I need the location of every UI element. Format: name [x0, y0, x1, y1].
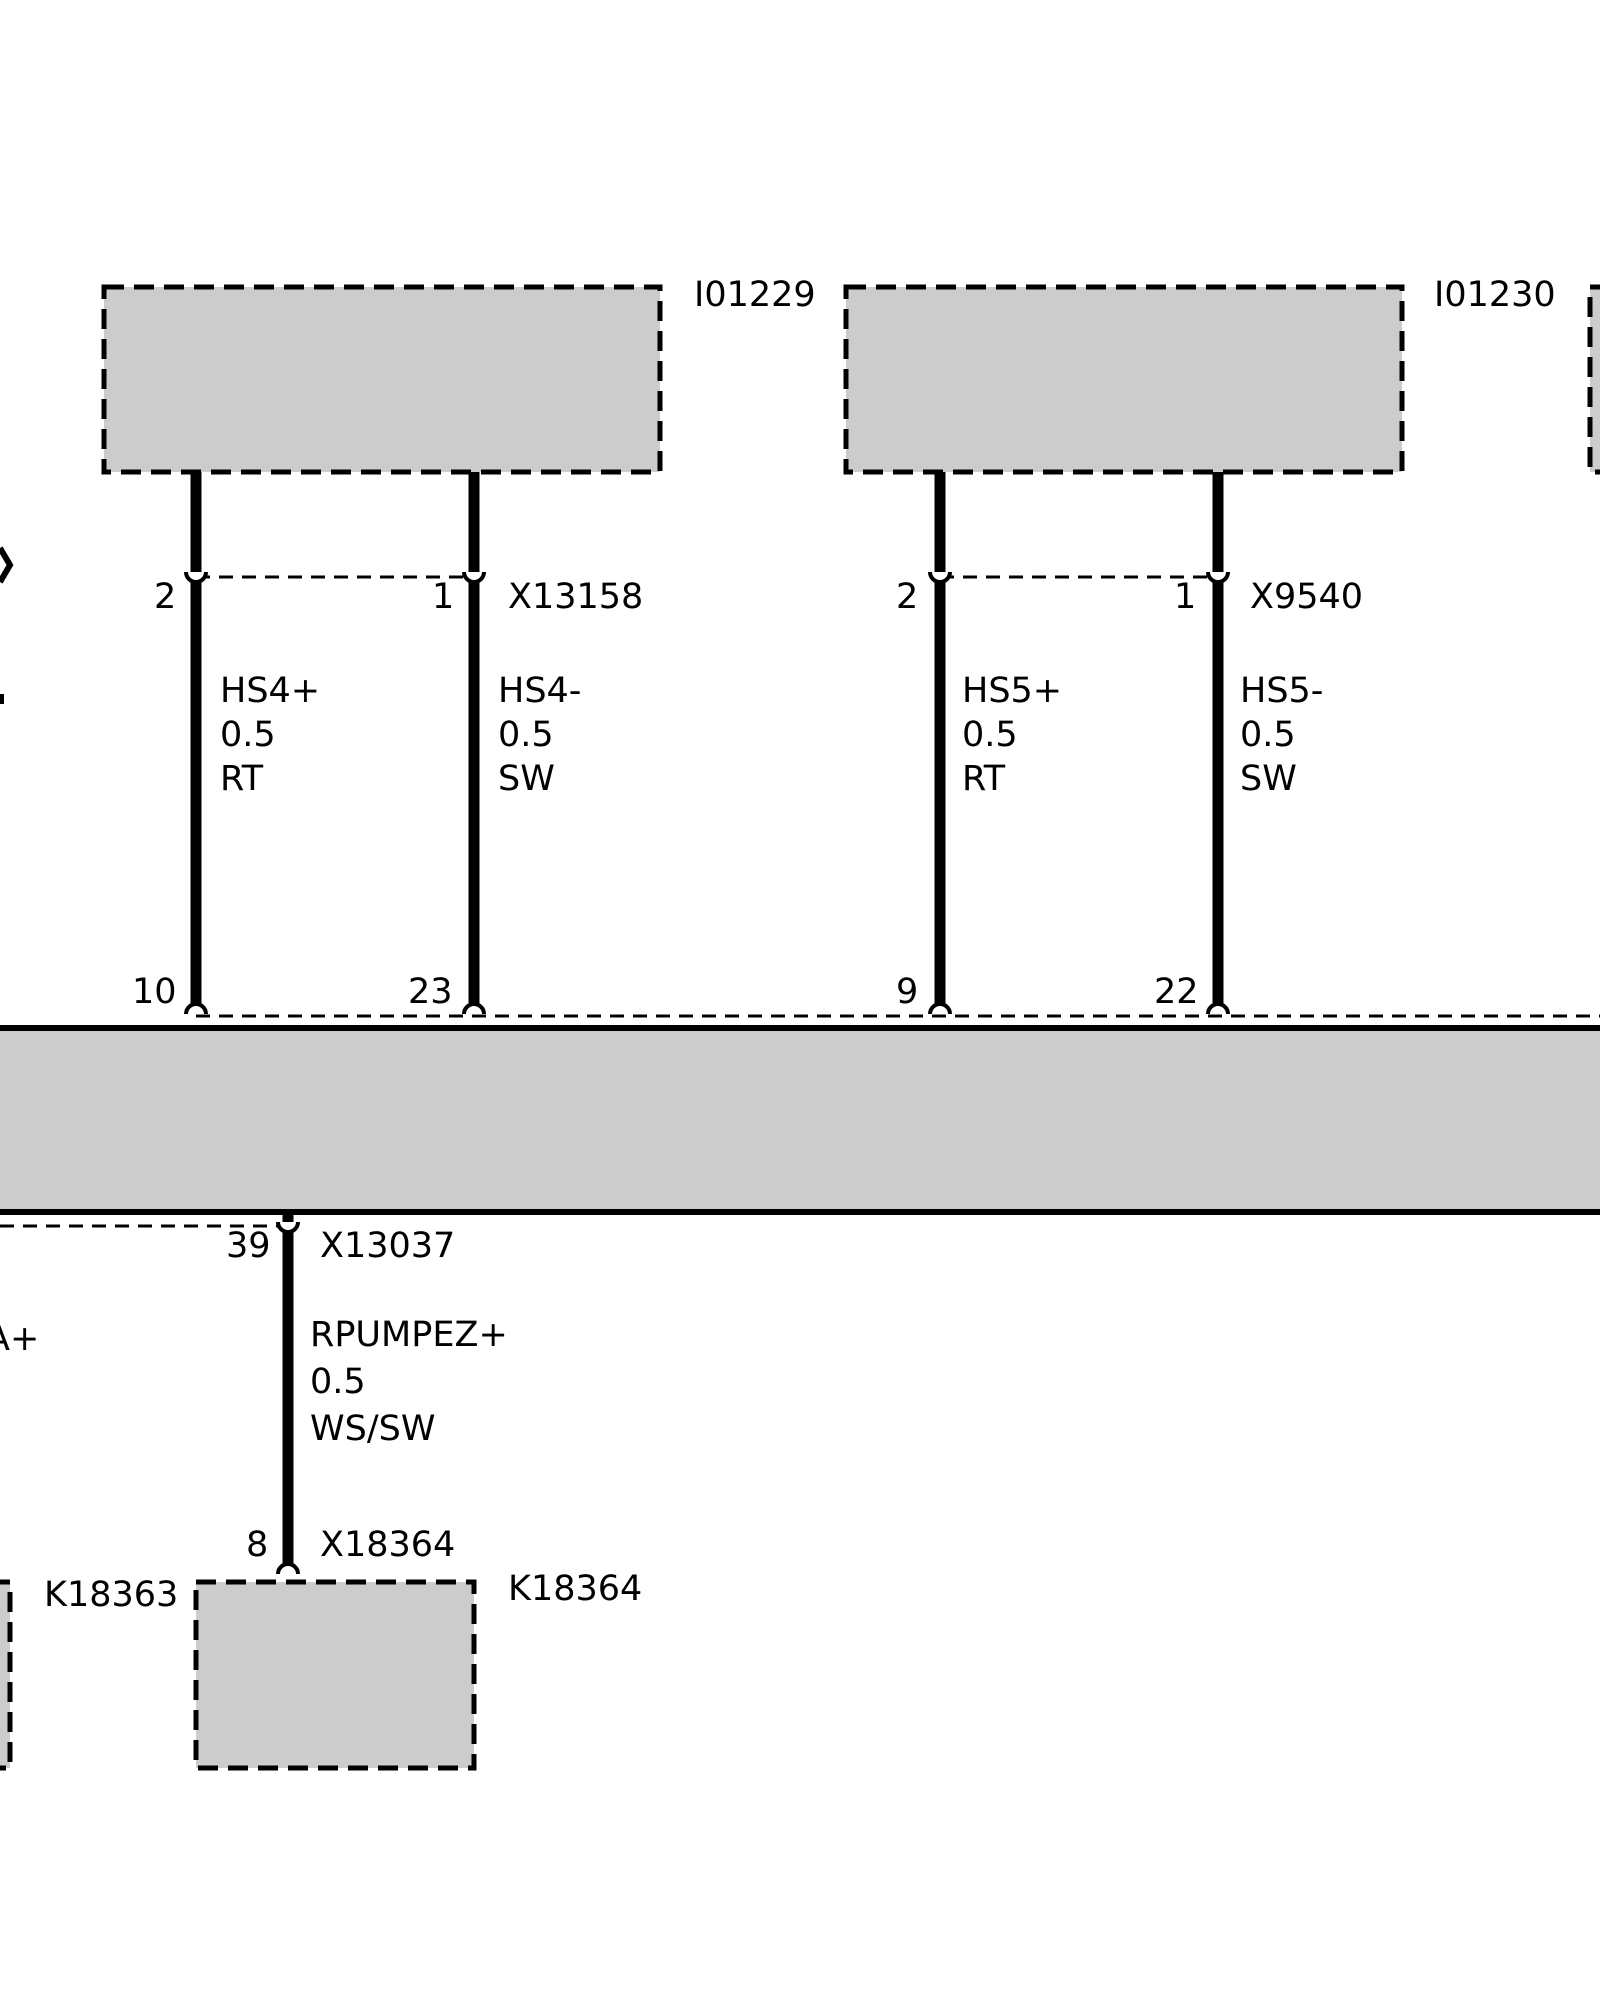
wire-size: 0.5: [962, 715, 1018, 755]
pin-mark: [276, 1562, 300, 1575]
wire-size: 0.5: [498, 715, 554, 755]
wire-size: 0.5: [310, 1362, 366, 1402]
wire-color: WS/SW: [310, 1409, 435, 1449]
pin-mark: [1206, 571, 1230, 584]
control-unit-bus[interactable]: [0, 1025, 1600, 1215]
partial-mark: [0, 694, 4, 704]
pin-number: 1: [1174, 577, 1196, 617]
component-label-k18363: K18363: [44, 1575, 178, 1615]
wire-color: RT: [962, 759, 1006, 799]
wire-size: 0.5: [1240, 715, 1296, 755]
wire-label-hs4-plus: HS4+ 0.5 RT: [220, 671, 331, 799]
wire-color: SW: [498, 759, 555, 799]
component-partial-left: [0, 1579, 13, 1771]
pin-number: 39: [226, 1226, 271, 1266]
pin-mark: [184, 571, 208, 584]
wire-label-hs5-plus: HS5+ 0.5 RT: [962, 671, 1073, 799]
component-partial-right: [1587, 284, 1600, 475]
pin-number: 23: [408, 972, 453, 1012]
connector-label-x18364: X18364: [320, 1525, 455, 1565]
pin-number: 10: [132, 972, 177, 1012]
wire-label-hs5-minus: HS5- 0.5 SW: [1240, 671, 1335, 799]
pin-mark: [276, 1221, 300, 1234]
pin-number: 2: [154, 577, 176, 617]
pin-mark: [928, 1002, 952, 1015]
wire-size: 0.5: [220, 715, 276, 755]
pin-mark: [184, 1002, 208, 1015]
wire-signal: HS5+: [962, 671, 1062, 711]
arrow-icon: [0, 546, 14, 584]
pin-mark: [462, 571, 486, 584]
connector-label-x13037: X13037: [320, 1226, 455, 1266]
connector-label-x13158: X13158: [508, 577, 643, 617]
wire-signal: RPUMPEZ+: [310, 1315, 508, 1355]
wire-label-rpumpez-plus: RPUMPEZ+ 0.5 WS/SW: [310, 1315, 519, 1449]
component-label-i01229: I01229: [694, 275, 816, 315]
component-i01230[interactable]: [843, 284, 1405, 475]
component-label-i01230: I01230: [1434, 275, 1556, 315]
connector-label-x9540: X9540: [1250, 577, 1363, 617]
pin-number: 1: [432, 577, 454, 617]
pin-mark: [1206, 1002, 1230, 1015]
pin-mark: [928, 571, 952, 584]
pin-mark: [462, 1002, 486, 1015]
component-label-k18364: K18364: [508, 1569, 642, 1609]
wire-signal: HS4-: [498, 671, 581, 711]
wire-label-hs4-minus: HS4- 0.5 SW: [498, 671, 593, 799]
pin-number: 8: [246, 1525, 268, 1565]
pin-number: 22: [1154, 972, 1199, 1012]
component-k18364[interactable]: [193, 1579, 477, 1771]
pin-number: 9: [896, 972, 918, 1012]
wire-signal: HS5-: [1240, 671, 1323, 711]
wire-signal: HS4+: [220, 671, 320, 711]
wire-label-partial: A+: [0, 1319, 39, 1359]
pin-number: 2: [896, 577, 918, 617]
component-i01229[interactable]: [101, 284, 663, 475]
wire-color: RT: [220, 759, 264, 799]
wire-color: SW: [1240, 759, 1297, 799]
